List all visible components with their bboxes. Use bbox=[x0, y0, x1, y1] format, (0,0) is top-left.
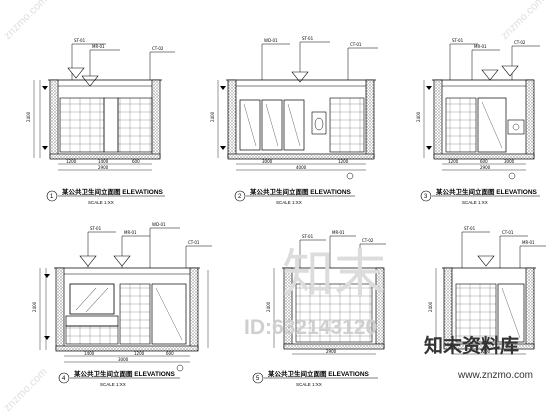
elevation-3-number: 3 bbox=[424, 194, 428, 200]
svg-text:WD-01: WD-01 bbox=[264, 38, 278, 43]
elevation-3: ST-01 MR-01 CT-02 1200 600 3000 2900 240… bbox=[416, 38, 540, 205]
svg-text:ST-01: ST-01 bbox=[90, 226, 102, 231]
svg-text:MR-01: MR-01 bbox=[522, 240, 535, 245]
svg-text:4000: 4000 bbox=[296, 165, 307, 170]
elevation-1-number: 1 bbox=[50, 194, 54, 200]
elevation-5-number: 5 bbox=[256, 376, 260, 382]
elevation-2-scale: SCALE 1:XX bbox=[276, 200, 302, 205]
svg-text:2400: 2400 bbox=[26, 111, 31, 122]
svg-text:ST-01: ST-01 bbox=[74, 38, 86, 43]
svg-text:2400: 2400 bbox=[428, 301, 433, 312]
svg-text:1400: 1400 bbox=[98, 159, 109, 164]
elevation-2-number: 2 bbox=[238, 194, 242, 200]
svg-text:ST-01: ST-01 bbox=[452, 38, 464, 43]
svg-text:CT-02: CT-02 bbox=[152, 46, 164, 51]
svg-text:1200: 1200 bbox=[480, 349, 491, 354]
elevation-5-scale: SCALE 1:XX bbox=[296, 382, 322, 387]
svg-text:3000: 3000 bbox=[262, 159, 273, 164]
svg-text:3000: 3000 bbox=[118, 357, 129, 362]
elevation-2: WD-01 ST-01 CT-01 3000 1200 4000 2400 2 … bbox=[210, 36, 378, 205]
elevation-4-number: 4 bbox=[62, 376, 66, 382]
elevation-3-bubble bbox=[420, 190, 432, 202]
svg-text:3000: 3000 bbox=[504, 159, 515, 164]
brand-name: 知末资料库 bbox=[424, 334, 519, 357]
elevation-5-bubble bbox=[252, 372, 264, 384]
svg-text:CT-01: CT-01 bbox=[188, 240, 200, 245]
elevation-1-bubble bbox=[46, 190, 58, 202]
svg-text:ST-01: ST-01 bbox=[302, 234, 314, 239]
brand-logo: 知末资料库 www.znzmo.com bbox=[424, 334, 533, 381]
svg-text:MR-01: MR-01 bbox=[92, 44, 105, 49]
svg-text:MR-01: MR-01 bbox=[124, 230, 137, 235]
svg-text:CT-02: CT-02 bbox=[514, 40, 526, 45]
svg-text:2900: 2900 bbox=[98, 165, 109, 170]
svg-text:MR-01: MR-01 bbox=[474, 44, 487, 49]
elevation-4-scale: SCALE 1:XX bbox=[100, 382, 126, 387]
elevation-1-title: 某公共卫生间立面图 ELEVATIONS bbox=[62, 187, 164, 196]
svg-text:2900: 2900 bbox=[480, 165, 491, 170]
svg-text:ST-01: ST-01 bbox=[464, 226, 476, 231]
svg-text:600: 600 bbox=[166, 351, 174, 356]
svg-text:WD-01: WD-01 bbox=[152, 222, 166, 227]
elevation-3-title: 某公共卫生间立面图 ELEVATIONS bbox=[436, 187, 538, 196]
watermark-id: ID:632143120 bbox=[244, 316, 377, 339]
svg-text:600: 600 bbox=[132, 159, 140, 164]
svg-text:2400: 2400 bbox=[210, 111, 215, 122]
svg-text:2400: 2400 bbox=[416, 111, 421, 122]
svg-text:1200: 1200 bbox=[66, 159, 77, 164]
elevation-4: ST-01 MR-01 WD-01 CT-01 1400 1200 600 30… bbox=[32, 222, 212, 387]
svg-text:CT-01: CT-01 bbox=[350, 42, 362, 47]
svg-text:CT-01: CT-01 bbox=[502, 230, 514, 235]
elevation-1: ST-01 MR-01 CT-02 1200 1400 600 2900 240… bbox=[26, 38, 175, 205]
elevation-4-title: 某公共卫生间立面图 ELEVATIONS bbox=[74, 369, 176, 378]
elevation-2-bubble bbox=[234, 190, 246, 202]
watermark-logo-text: 知末 bbox=[282, 245, 386, 305]
corner-watermark-tl: znzmo.com bbox=[2, 0, 50, 42]
svg-text:1200: 1200 bbox=[134, 351, 145, 356]
corner-watermark-tr: znzmo.com bbox=[499, 0, 547, 42]
elevation-5-title: 某公共卫生间立面图 ELEVATIONS bbox=[268, 369, 370, 378]
svg-text:1200: 1200 bbox=[338, 159, 349, 164]
svg-text:2400: 2400 bbox=[266, 301, 271, 312]
brand-url: www.znzmo.com bbox=[457, 370, 533, 381]
svg-text:ST-01: ST-01 bbox=[302, 36, 314, 41]
svg-text:600: 600 bbox=[480, 159, 488, 164]
corner-watermark-bl: znzmo.com bbox=[2, 366, 50, 414]
elevation-5: ST-01 MR-01 CT-02 2900 2400 ST-01 CT-01 … bbox=[252, 226, 546, 387]
elevation-3-scale: SCALE 1:XX bbox=[462, 200, 488, 205]
elevation-4-bubble bbox=[58, 372, 70, 384]
svg-text:1200: 1200 bbox=[448, 159, 459, 164]
svg-text:2900: 2900 bbox=[326, 349, 337, 354]
svg-text:MR-01: MR-01 bbox=[332, 230, 345, 235]
svg-text:2400: 2400 bbox=[32, 301, 37, 312]
elevation-1-scale: SCALE 1:XX bbox=[88, 200, 114, 205]
svg-text:1400: 1400 bbox=[84, 351, 95, 356]
elevation-2-title: 某公共卫生间立面图 ELEVATIONS bbox=[250, 187, 352, 196]
svg-text:CT-02: CT-02 bbox=[362, 238, 374, 243]
